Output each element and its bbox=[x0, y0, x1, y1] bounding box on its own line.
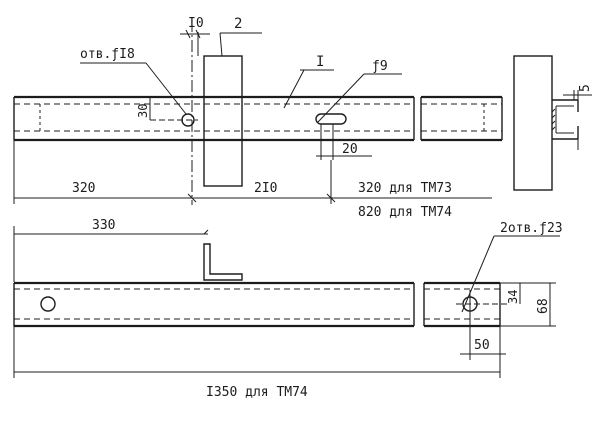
dim-50: 50 bbox=[460, 326, 506, 360]
dim-68-label: 68 bbox=[536, 298, 551, 314]
part-2-label: 2 bbox=[234, 16, 242, 32]
dim-10-label: I0 bbox=[188, 16, 204, 31]
dim-320-tm73-label: 320 для ТМ73 bbox=[358, 181, 452, 196]
part-1-callout: I bbox=[283, 54, 334, 109]
welded-angle bbox=[203, 243, 243, 281]
hole-23-left bbox=[40, 296, 56, 312]
bar-part-1 bbox=[13, 95, 415, 142]
dim-1350-label: I350 для ТМ74 bbox=[206, 385, 308, 400]
slot9-label: ƒ9 bbox=[372, 59, 388, 74]
bar-bottom-left bbox=[13, 281, 415, 328]
dim-820-tm74-label: 820 для ТМ74 bbox=[358, 205, 452, 220]
dim-1350: I350 для ТМ74 bbox=[13, 326, 501, 400]
bottom-view: 330 bbox=[13, 218, 563, 400]
dim-30: 30 bbox=[136, 97, 151, 120]
side-view: 5 bbox=[513, 55, 593, 191]
dim-330: 330 bbox=[13, 218, 209, 282]
dim-34-68: 34 68 bbox=[500, 282, 556, 327]
top-view: I0 2 отв.ƒI8 30 I bbox=[13, 16, 503, 220]
dim-320-label: 320 bbox=[72, 181, 95, 196]
bar-part-1-right-segment bbox=[420, 95, 503, 142]
dim-210-label: 2I0 bbox=[254, 181, 277, 196]
dim-20-label: 20 bbox=[342, 142, 358, 157]
dim-330-label: 330 bbox=[92, 218, 115, 233]
holes23-label: 2отв.ƒ23 bbox=[500, 221, 563, 236]
dim-5-label: 5 bbox=[578, 84, 593, 92]
dim-chain-top: 320 2I0 320 для ТМ73 820 для ТМ74 bbox=[13, 140, 492, 220]
dim-30-label: 30 bbox=[136, 104, 150, 118]
bar-bottom-right bbox=[423, 281, 510, 360]
side-plate bbox=[513, 55, 553, 191]
slot-9 bbox=[315, 113, 347, 125]
dim-34-label: 34 bbox=[506, 290, 520, 304]
dim-20: 20 bbox=[316, 124, 372, 160]
channel-section: 5 bbox=[551, 84, 593, 150]
plate-part-2 bbox=[203, 55, 243, 187]
hole18-callout: отв.ƒI8 bbox=[80, 47, 187, 115]
dim-10: I0 bbox=[180, 16, 210, 39]
slot9-callout: ƒ9 bbox=[317, 59, 402, 123]
holes23-callout: 2отв.ƒ23 bbox=[461, 221, 563, 313]
dim-50-label: 50 bbox=[474, 338, 490, 353]
part-1-label: I bbox=[316, 54, 324, 70]
hole18-label: отв.ƒI8 bbox=[80, 47, 135, 62]
part-2-callout: 2 bbox=[219, 16, 262, 57]
